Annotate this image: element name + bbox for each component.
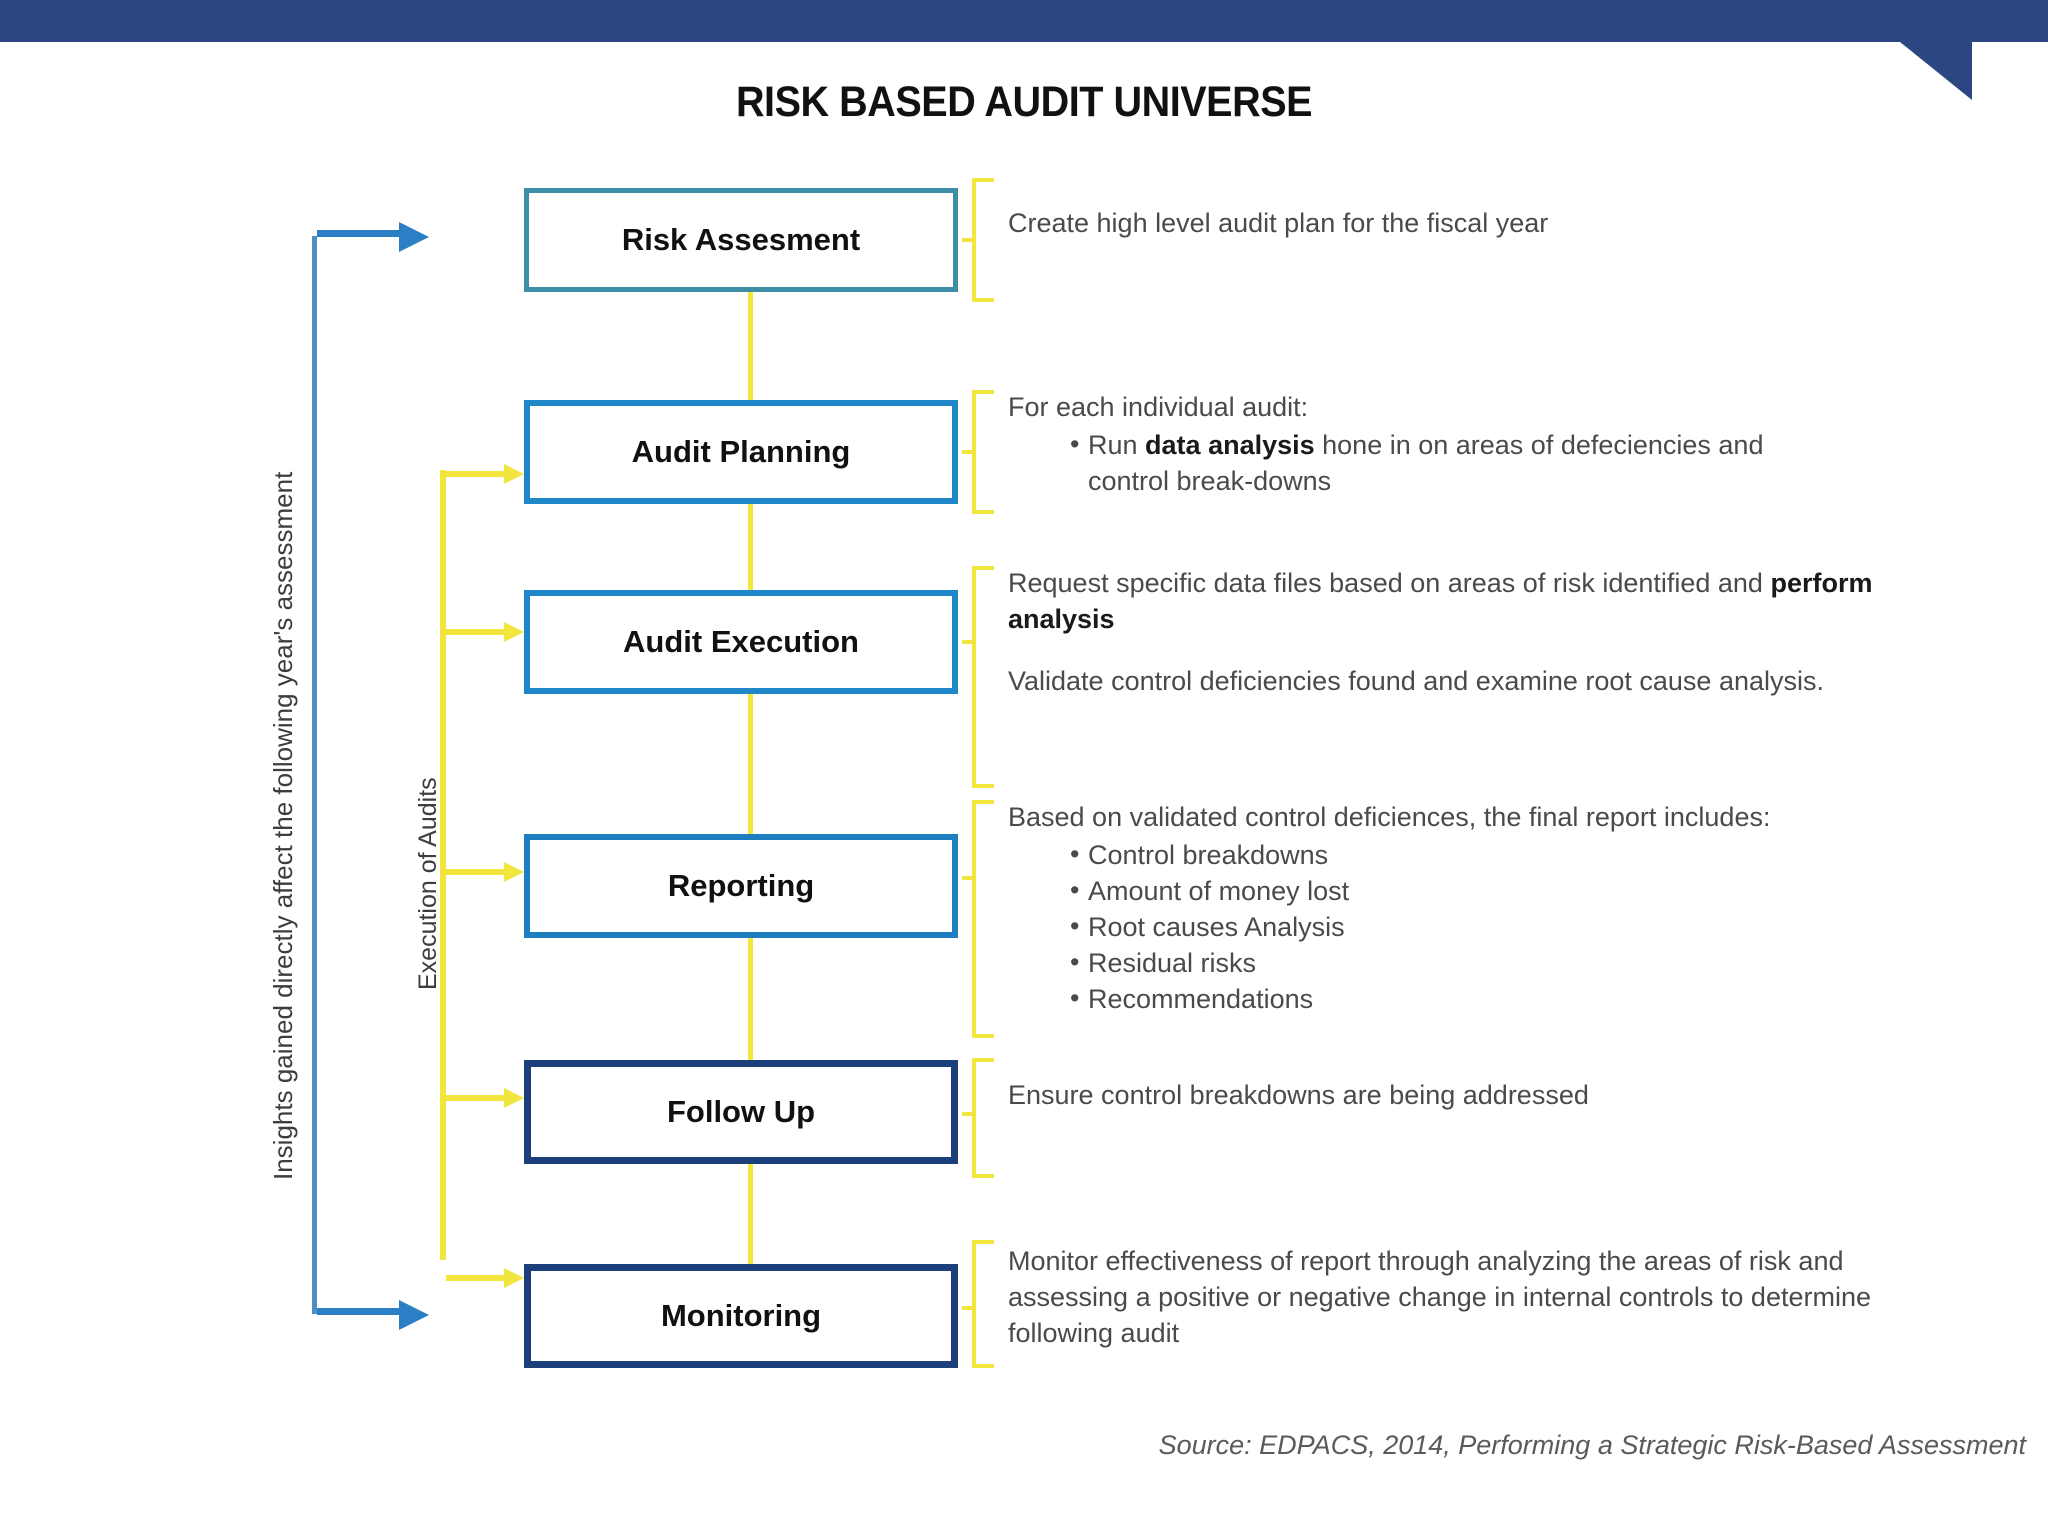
list-item: Root causes Analysis — [1066, 909, 1948, 946]
bracket-tick-monitoring — [962, 1306, 974, 1310]
description-intro: For each individual audit: — [1008, 392, 1309, 422]
bracket-risk-assessment — [972, 178, 994, 302]
list-item: Recommendations — [1066, 981, 1948, 1018]
description-bullet-list: Control breakdowns Amount of money lost … — [1066, 837, 1948, 1018]
process-box-label: Audit Execution — [623, 624, 859, 659]
connector-spine-3 — [748, 694, 753, 834]
header-notch-decoration — [1900, 42, 1972, 100]
description-audit-planning: For each individual audit: Run data anal… — [1008, 390, 1808, 500]
description-risk-assessment: Create high level audit plan for the fis… — [1008, 206, 1708, 242]
source-caption: Source: EDPACS, 2014, Performing a Strat… — [1158, 1430, 2026, 1460]
bracket-reporting — [972, 800, 994, 1038]
bracket-monitoring — [972, 1240, 994, 1368]
connector-spine-1 — [748, 292, 753, 400]
bracket-follow-up — [972, 1058, 994, 1178]
feed-arrow-audit-execution — [446, 622, 524, 642]
description-line: Monitor effectiveness of report through … — [1008, 1246, 1871, 1348]
feed-arrow-monitoring — [446, 1268, 524, 1288]
bracket-audit-planning — [972, 390, 994, 514]
connector-spine-2 — [748, 504, 753, 590]
process-box-label: Follow Up — [666, 1094, 816, 1129]
list-item: Residual risks — [1066, 945, 1948, 982]
description-line: Ensure control breakdowns are being addr… — [1008, 1080, 1589, 1110]
process-box-audit-planning[interactable]: Audit Planning — [524, 400, 958, 504]
process-box-monitoring[interactable]: Monitoring — [524, 1264, 958, 1368]
bracket-tick-audit-planning — [962, 450, 974, 454]
page-title: RISK BASED AUDIT UNIVERSE — [735, 78, 1313, 126]
description-follow-up: Ensure control breakdowns are being addr… — [1008, 1078, 1768, 1114]
process-box-audit-execution[interactable]: Audit Execution — [524, 590, 958, 694]
bracket-tick-follow-up — [962, 1112, 974, 1116]
feed-arrow-reporting — [446, 862, 524, 882]
description-audit-execution: Request specific data files based on are… — [1008, 566, 1888, 700]
execution-rail — [440, 470, 446, 1260]
bracket-tick-audit-execution — [962, 640, 974, 644]
description-monitoring: Monitor effectiveness of report through … — [1008, 1244, 1908, 1352]
list-item: Amount of money lost — [1066, 873, 1948, 910]
process-box-reporting[interactable]: Reporting — [524, 834, 958, 938]
feed-arrow-follow-up — [446, 1088, 524, 1108]
list-item: Run data analysis hone in on areas of de… — [1066, 427, 1808, 500]
process-box-follow-up[interactable]: Follow Up — [524, 1060, 958, 1164]
feedback-arrow-bottom — [317, 1300, 429, 1330]
process-box-label: Risk Assesment — [621, 222, 861, 257]
description-bullet-list: Run data analysis hone in on areas of de… — [1066, 427, 1808, 500]
bracket-audit-execution — [972, 566, 994, 788]
process-box-risk-assessment[interactable]: Risk Assesment — [524, 188, 958, 292]
process-box-label: Audit Planning — [631, 434, 851, 469]
process-box-label: Reporting — [667, 868, 815, 903]
bracket-tick-reporting — [962, 876, 974, 880]
bracket-tick-risk-assessment — [962, 238, 974, 242]
feedback-loop-rail — [312, 236, 317, 1314]
description-paragraph: Request specific data files based on are… — [1008, 568, 1873, 634]
label-insights-loop: Insights gained directly affect the foll… — [268, 471, 298, 1180]
description-reporting: Based on validated control deficiences, … — [1008, 800, 1948, 1017]
process-box-label: Monitoring — [660, 1298, 822, 1333]
description-paragraph: Validate control deficiencies found and … — [1008, 665, 1824, 696]
label-execution-of-audits: Execution of Audits — [414, 777, 442, 990]
list-item: Control breakdowns — [1066, 837, 1948, 874]
connector-spine-4 — [748, 938, 753, 1060]
connector-spine-5 — [748, 1164, 753, 1264]
header-bar — [0, 0, 2048, 42]
feedback-arrow-top — [317, 222, 429, 252]
feed-arrow-audit-planning — [446, 464, 524, 484]
description-line: Create high level audit plan for the fis… — [1008, 208, 1549, 238]
description-intro: Based on validated control deficiences, … — [1008, 802, 1771, 832]
